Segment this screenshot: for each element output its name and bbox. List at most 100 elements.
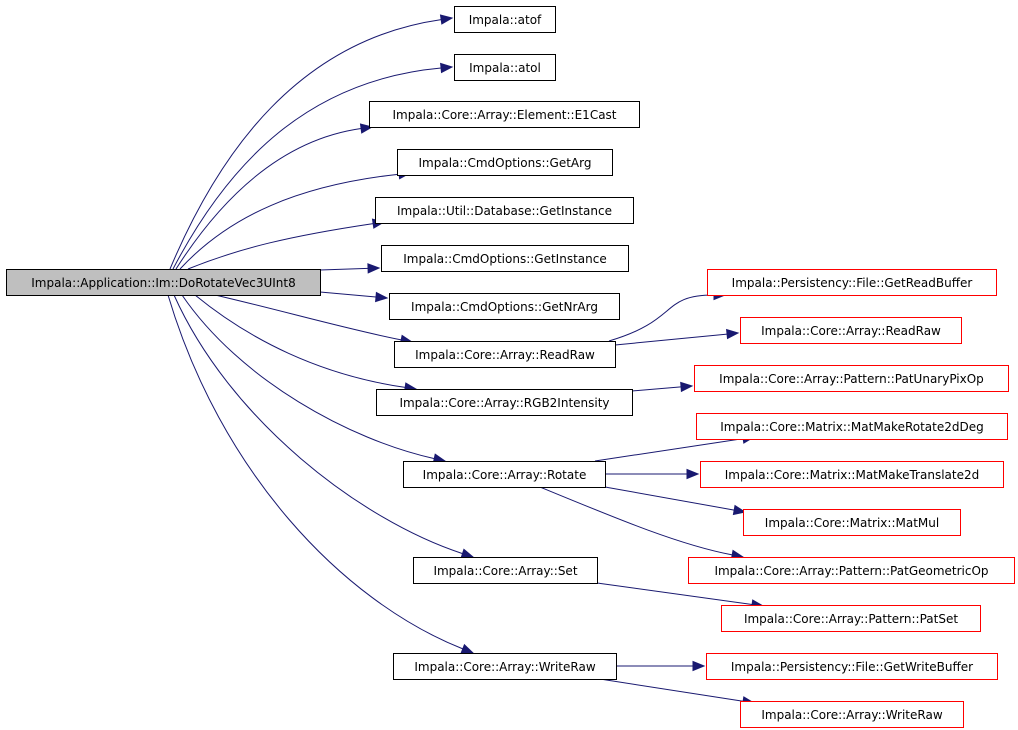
node-rgb2intensity[interactable]: Impala::Core::Array::RGB2Intensity: [376, 389, 633, 416]
node-root[interactable]: Impala::Application::Im::DoRotateVec3UIn…: [6, 269, 321, 296]
node-box: [721, 605, 981, 632]
node-label: Impala::Persistency::File::GetWriteBuffe…: [731, 660, 973, 674]
node-rotate[interactable]: Impala::Core::Array::Rotate: [403, 461, 606, 488]
edge-root-to-atol: [172, 62, 454, 270]
arrowhead-icon: [367, 263, 381, 274]
edge-line: [631, 386, 682, 392]
node-patset[interactable]: Impala::Core::Array::Pattern::PatSet: [721, 605, 981, 632]
node-writeraw[interactable]: Impala::Core::Array::WriteRaw: [393, 653, 617, 680]
node-box: [397, 149, 613, 176]
edge-line: [172, 67, 442, 270]
arrowhead-icon: [726, 328, 740, 340]
node-label: Impala::Core::Array::ReadRaw: [761, 324, 941, 338]
node-patgeometricop[interactable]: Impala::Core::Array::Pattern::PatGeometr…: [688, 557, 1015, 584]
node-box: [743, 509, 961, 536]
node-db_getinstance[interactable]: Impala::Util::Database::GetInstance: [375, 197, 634, 224]
node-writeraw2[interactable]: Impala::Core::Array::WriteRaw: [740, 701, 964, 728]
edge-line: [594, 438, 744, 462]
node-getwritebuffer[interactable]: Impala::Persistency::File::GetWriteBuffe…: [706, 653, 998, 680]
node-label: Impala::Core::Array::Pattern::PatGeometr…: [714, 564, 988, 578]
edge-line: [599, 678, 744, 702]
node-box: [454, 6, 556, 33]
arrowhead-icon: [460, 643, 475, 654]
edge-line: [539, 486, 733, 556]
node-label: Impala::Core::Array::Pattern::PatUnaryPi…: [719, 372, 984, 386]
arrowhead-icon: [460, 548, 475, 559]
node-box: [700, 461, 1004, 488]
node-box: [403, 461, 606, 488]
node-label: Impala::CmdOptions::GetInstance: [403, 252, 606, 266]
node-matmakerotate[interactable]: Impala::Core::Matrix::MatMakeRotate2dDeg: [696, 413, 1008, 440]
edge-line: [608, 294, 715, 342]
node-getnrarg[interactable]: Impala::CmdOptions::GetNrArg: [389, 293, 620, 320]
node-box: [740, 701, 964, 728]
node-label: Impala::Core::Array::Element::E1Cast: [392, 108, 616, 122]
nodes-layer: Impala::Application::Im::DoRotateVec3UIn…: [6, 6, 1015, 728]
node-box: [740, 317, 962, 344]
node-label: Impala::Core::Array::WriteRaw: [761, 708, 942, 722]
edge-line: [319, 291, 377, 298]
edge-readraw-to-getreadbuffer: [608, 289, 727, 342]
edge-line: [169, 19, 442, 270]
node-label: Impala::Core::Array::ReadRaw: [415, 348, 595, 362]
edge-root-to-getnrarg: [319, 291, 389, 303]
edge-line: [319, 267, 369, 271]
node-label: Impala::Core::Array::Set: [433, 564, 577, 578]
node-box: [454, 54, 556, 81]
arrowhead-icon: [680, 381, 694, 393]
edge-root-to-set: [173, 294, 475, 559]
node-box: [393, 653, 617, 680]
node-label: Impala::Persistency::File::GetReadBuffer: [732, 276, 973, 290]
node-patunarypixop[interactable]: Impala::Core::Array::Pattern::PatUnaryPi…: [694, 365, 1009, 392]
arrowhead-icon: [686, 468, 700, 480]
node-box: [6, 269, 321, 296]
node-set[interactable]: Impala::Core::Array::Set: [413, 557, 598, 584]
edge-line: [179, 173, 400, 270]
node-box: [688, 557, 1015, 584]
node-readraw[interactable]: Impala::Core::Array::ReadRaw: [394, 341, 616, 368]
edge-rotate-to-matmaketranslate: [605, 468, 700, 480]
edge-root-to-writeraw: [167, 294, 475, 654]
node-label: Impala::Core::Array::RGB2Intensity: [399, 396, 609, 410]
arrowhead-icon: [692, 660, 706, 672]
edge-line: [175, 128, 362, 270]
node-getarg[interactable]: Impala::CmdOptions::GetArg: [397, 149, 613, 176]
node-readraw2[interactable]: Impala::Core::Array::ReadRaw: [740, 317, 962, 344]
edge-rotate-to-matmul: [604, 486, 747, 516]
node-e1cast[interactable]: Impala::Core::Array::Element::E1Cast: [369, 101, 640, 128]
node-label: Impala::Core::Matrix::MatMul: [765, 516, 939, 530]
edge-writeraw-to-writeraw2: [599, 678, 756, 707]
edge-line: [181, 294, 435, 460]
edge-root-to-rotate: [181, 294, 447, 464]
edge-line: [187, 223, 374, 270]
node-getreadbuffer[interactable]: Impala::Persistency::File::GetReadBuffer: [707, 269, 997, 296]
node-label: Impala::Core::Matrix::MatMakeTranslate2d: [725, 468, 979, 482]
node-box: [376, 389, 633, 416]
edge-rgb2intensity-to-patunarypixop: [631, 381, 694, 393]
arrowhead-icon: [732, 504, 747, 516]
node-box: [696, 413, 1008, 440]
node-label: Impala::Core::Array::Rotate: [423, 468, 587, 482]
node-label: Impala::Core::Array::WriteRaw: [414, 660, 595, 674]
arrowhead-icon: [439, 14, 454, 25]
node-label: Impala::Application::Im::DoRotateVec3UIn…: [31, 276, 295, 290]
edge-writeraw-to-getwritebuffer: [616, 660, 706, 672]
node-label: Impala::CmdOptions::GetArg: [419, 156, 592, 170]
node-label: Impala::Core::Matrix::MatMakeRotate2dDeg: [720, 420, 984, 434]
node-cmd_getinstance[interactable]: Impala::CmdOptions::GetInstance: [381, 245, 629, 272]
node-box: [389, 293, 620, 320]
edge-rotate-to-patgeometricop: [539, 486, 745, 561]
node-label: Impala::atof: [469, 13, 542, 27]
edge-root-to-readraw: [214, 294, 414, 345]
node-atol[interactable]: Impala::atol: [454, 54, 556, 81]
node-box: [694, 365, 1009, 392]
node-matmul[interactable]: Impala::Core::Matrix::MatMul: [743, 509, 961, 536]
node-atof[interactable]: Impala::atof: [454, 6, 556, 33]
arrowhead-icon: [440, 62, 454, 74]
node-matmaketranslate[interactable]: Impala::Core::Matrix::MatMakeTranslate2d: [700, 461, 1004, 488]
node-label: Impala::Util::Database::GetInstance: [397, 204, 612, 218]
node-label: Impala::Core::Array::Pattern::PatSet: [744, 612, 958, 626]
edge-root-to-atof: [169, 14, 454, 270]
node-box: [413, 557, 598, 584]
edge-root-to-db_getinstance: [187, 218, 386, 270]
